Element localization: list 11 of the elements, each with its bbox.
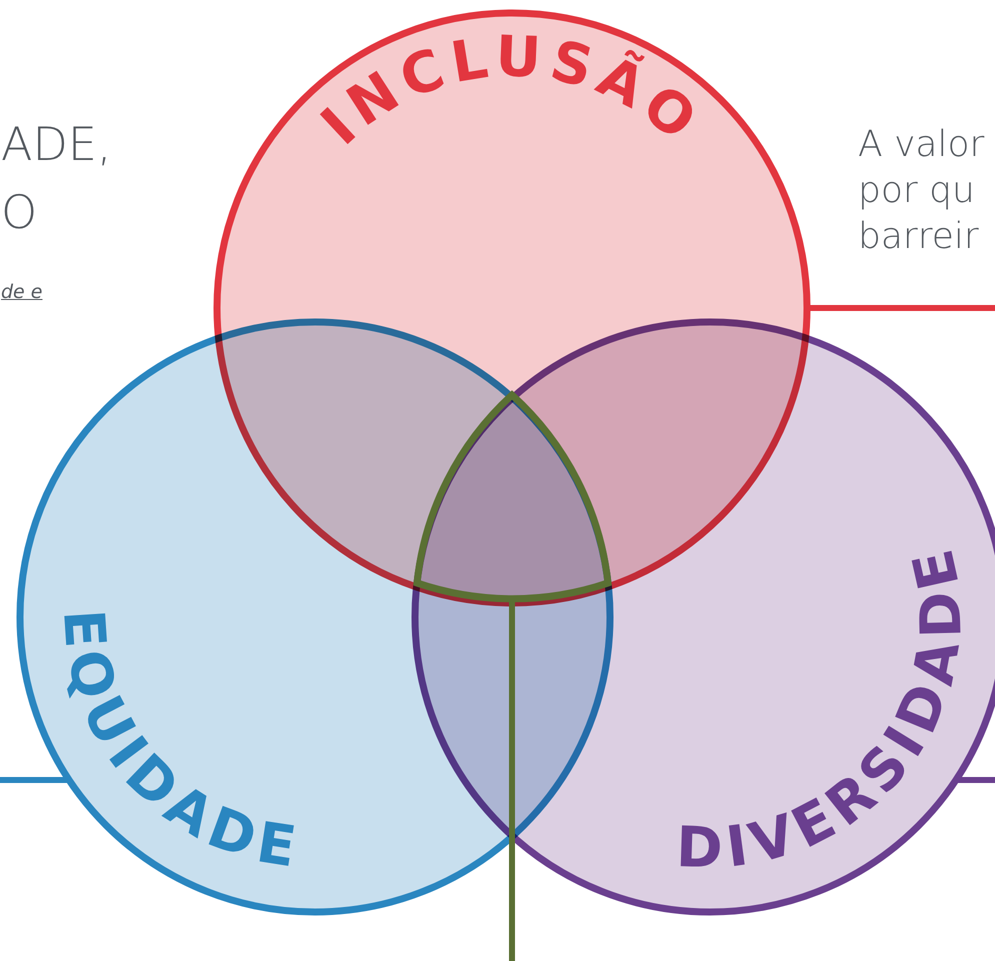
overlap-outline (414, 392, 612, 602)
leader-line (0, 777, 70, 783)
body-text: barreir (858, 216, 979, 258)
leader-line (509, 601, 515, 961)
leader-line (956, 777, 995, 783)
link-text: de e (1, 282, 42, 304)
heading-text: ADE, (1, 118, 112, 171)
heading-text: O (1, 186, 38, 239)
leader-line (807, 305, 995, 311)
body-text: A valor (858, 124, 984, 166)
body-text: por qu (858, 170, 975, 212)
